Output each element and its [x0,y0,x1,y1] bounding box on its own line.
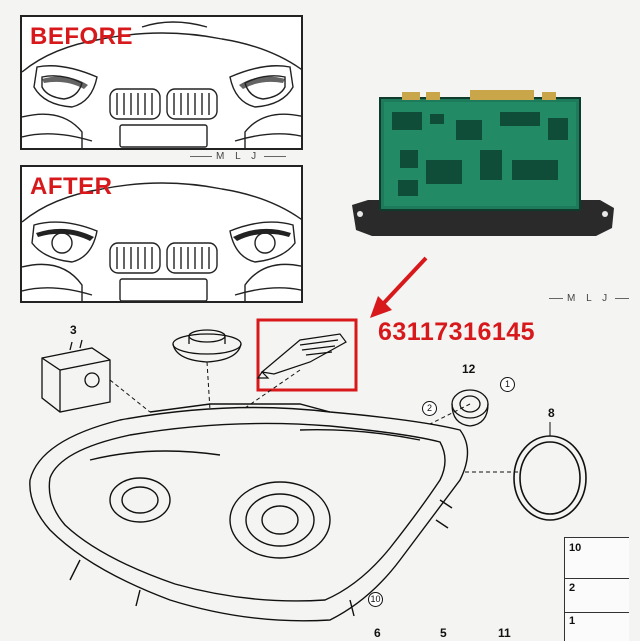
highlight-box-icon [256,318,358,392]
callout-3: 3 [70,323,77,337]
before-label: BEFORE [30,23,134,50]
bottom-label: 6 [374,626,381,640]
after-panel: AFTER [20,165,303,303]
watermark-mid: M L J [545,293,633,304]
bottom-label: 5 [440,626,447,640]
legend-row: 10 [565,538,629,579]
red-arrow-icon [370,256,428,318]
cap-icon [172,329,242,363]
legend-row: 1 [565,612,629,641]
legend-row: 2 [565,578,629,613]
car-front-icon [22,21,301,148]
legend-num: 10 [569,542,582,554]
callout-12: 12 [462,362,476,376]
legend-num: 1 [569,615,576,627]
watermark-top: M L J [186,151,290,162]
seal-ring-icon [513,435,587,521]
bottom-label: 11 [498,626,511,640]
led-module-small-icon [256,333,347,379]
after-label: AFTER [30,173,113,200]
before-panel: BEFORE [20,15,303,150]
callout-8: 8 [548,406,555,420]
callout-2-circle: 2 [422,401,437,416]
callout-1-circle: 1 [500,377,515,392]
socket-icon [451,389,489,427]
car-front-icon [22,182,301,301]
ballast-icon [41,339,111,413]
callout-10-circle: 10 [368,592,383,607]
parts-legend: 10 2 1 [564,537,629,641]
headlight-housing-icon [29,403,469,622]
part-number: 63117316145 [378,318,536,346]
led-module-icon [352,90,614,236]
legend-num: 2 [569,582,576,594]
